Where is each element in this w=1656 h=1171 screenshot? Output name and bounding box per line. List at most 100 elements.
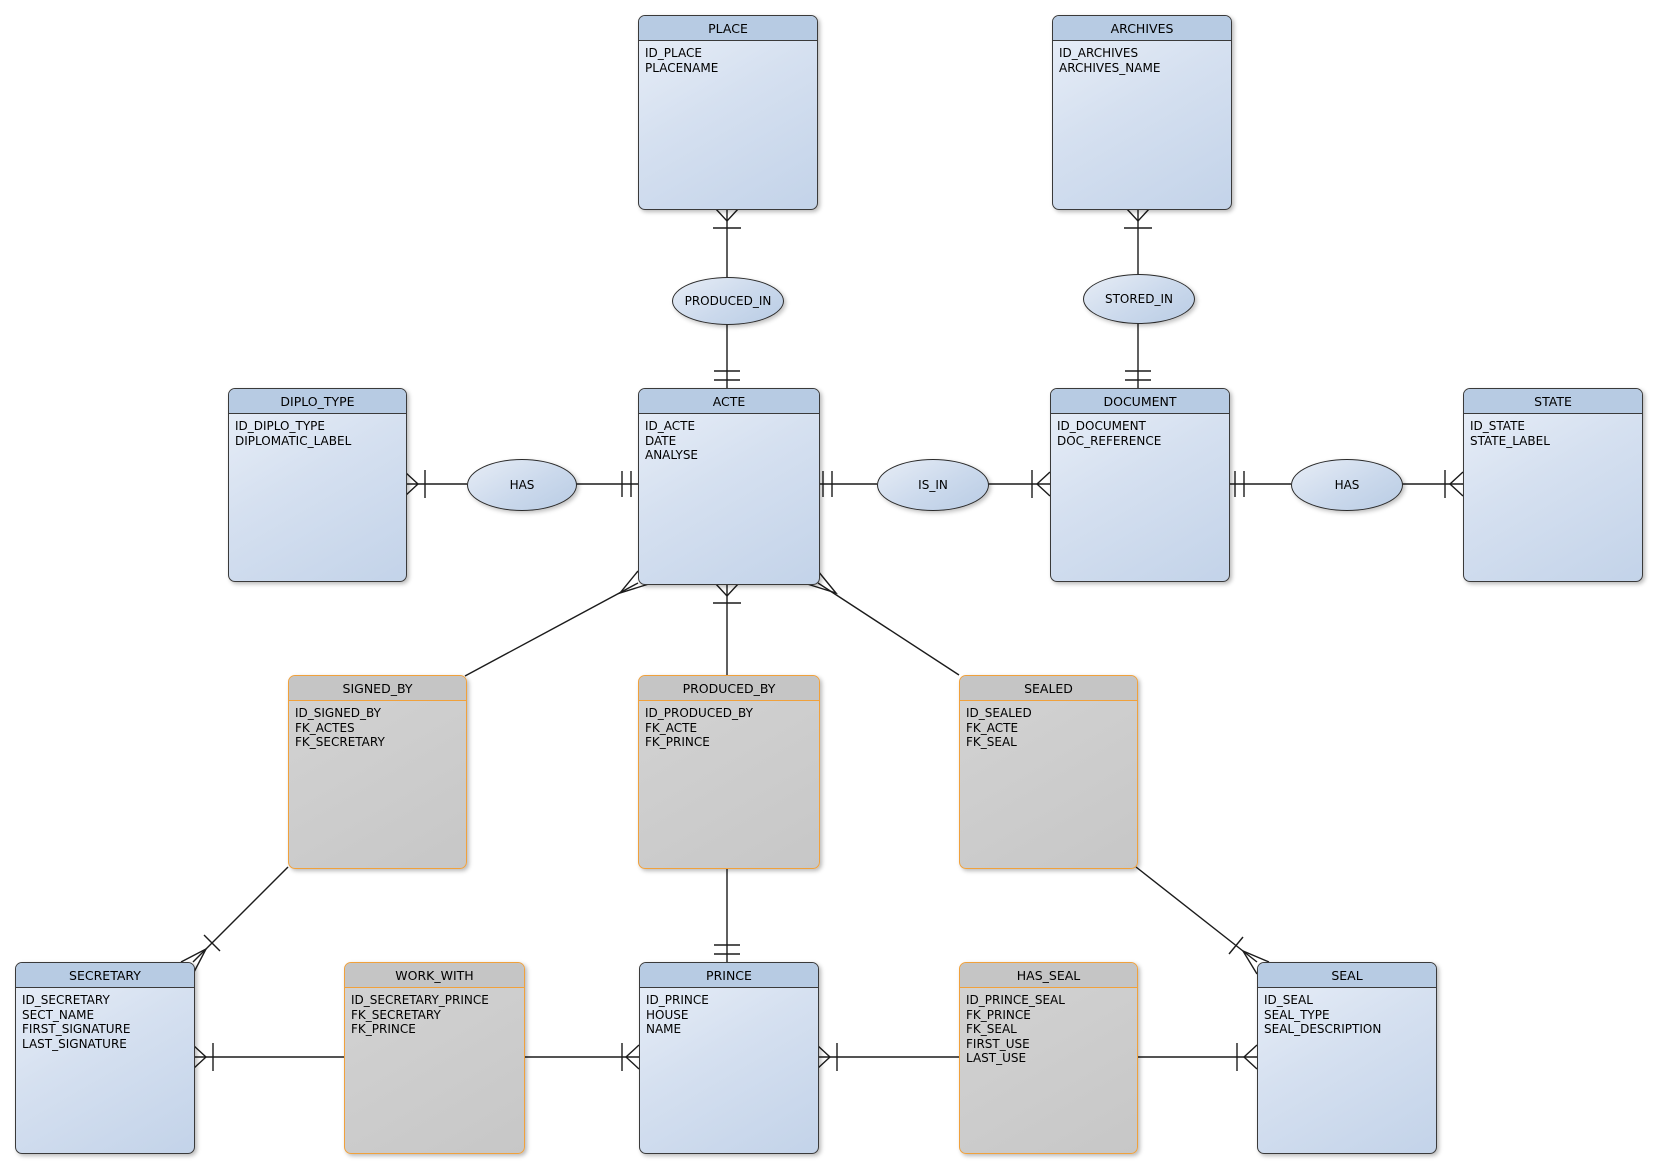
attribute: ID_PRINCE bbox=[646, 993, 709, 1007]
crow-foot-marker bbox=[180, 947, 208, 975]
attribute: ID_SIGNED_BY bbox=[295, 706, 381, 720]
relationship-is-in[interactable]: IS_IN bbox=[877, 459, 989, 511]
association-title: PRODUCED_BY bbox=[639, 676, 819, 701]
relationship-stored-in[interactable]: STORED_IN bbox=[1083, 274, 1195, 324]
relationship-label: PRODUCED_IN bbox=[684, 294, 772, 308]
attribute: DATE bbox=[645, 433, 677, 448]
entity-title: SECRETARY bbox=[16, 963, 194, 988]
attribute: FK_ACTE bbox=[645, 720, 698, 735]
attribute: ARCHIVES_NAME bbox=[1059, 60, 1161, 75]
attribute: ID_DIPLO_TYPE bbox=[235, 419, 325, 433]
crow-foot-marker bbox=[816, 1044, 832, 1070]
attribute: SEAL_TYPE bbox=[1264, 1007, 1330, 1022]
connector-diplo-type-has bbox=[404, 470, 467, 498]
attribute: FK_SECRETARY bbox=[295, 735, 385, 749]
connector-prince-has-seal bbox=[816, 1043, 959, 1071]
crow-foot-marker bbox=[714, 207, 740, 223]
connector-acte-sealed bbox=[803, 570, 960, 676]
attribute: ID_SECRETARY_PRINCE bbox=[351, 993, 489, 1007]
relationship-label: IS_IN bbox=[918, 478, 948, 492]
attribute: FK_PRINCE bbox=[645, 735, 710, 749]
crow-foot-marker bbox=[1241, 949, 1270, 975]
attribute: FK_PRINCE bbox=[351, 1022, 416, 1036]
attribute: ID_ACTE bbox=[645, 419, 696, 433]
connector-archives-stored-in bbox=[1124, 207, 1152, 274]
attribute: NAME bbox=[646, 1022, 682, 1036]
attribute: PLACENAME bbox=[645, 60, 719, 75]
relationship-label: HAS bbox=[1334, 478, 1360, 492]
attribute: ID_SEALED bbox=[966, 706, 1032, 720]
crow-foot-marker bbox=[624, 1044, 640, 1070]
relationship-produced-in[interactable]: PRODUCED_IN bbox=[672, 277, 784, 325]
entity-title: STATE bbox=[1464, 389, 1642, 414]
entity-title: SEAL bbox=[1258, 963, 1436, 988]
entity-title: ACTE bbox=[639, 389, 819, 414]
one-tick-marker bbox=[1228, 936, 1244, 955]
connector-sealed-seal bbox=[1135, 866, 1270, 975]
attribute: SECT_NAME bbox=[22, 1007, 95, 1022]
crow-foot-marker bbox=[803, 570, 839, 595]
attribute: HOUSE bbox=[646, 1007, 689, 1022]
attribute: FK_SEAL bbox=[966, 1022, 1017, 1036]
attribute: ID_STATE bbox=[1470, 419, 1525, 433]
attribute: SEAL_DESCRIPTION bbox=[1264, 1022, 1382, 1036]
attribute: ID_SECRETARY bbox=[22, 993, 110, 1007]
crow-foot-marker bbox=[192, 1044, 208, 1070]
crow-foot-marker bbox=[1035, 471, 1051, 497]
attribute: LAST_USE bbox=[966, 1051, 1027, 1065]
crow-foot-marker bbox=[714, 582, 740, 598]
crow-foot-marker bbox=[404, 471, 420, 497]
attribute: LAST_SIGNATURE bbox=[22, 1036, 127, 1051]
relationship-has-state[interactable]: HAS bbox=[1291, 459, 1403, 511]
connector-produced-in-acte bbox=[714, 323, 740, 388]
entity-title: PLACE bbox=[639, 16, 817, 41]
connector-produced-by-prince bbox=[714, 867, 740, 962]
relationship-label: STORED_IN bbox=[1104, 292, 1174, 306]
association-title: WORK_WITH bbox=[345, 963, 524, 988]
connector-work-with-prince bbox=[523, 1043, 640, 1071]
attribute: FK_SECRETARY bbox=[351, 1007, 441, 1022]
attribute: ID_PRODUCED_BY bbox=[645, 706, 753, 720]
attribute: ID_PLACE bbox=[645, 46, 702, 60]
connector-has-acte bbox=[575, 471, 638, 497]
connector-is-in-document bbox=[987, 470, 1051, 498]
relationship-has-diplo-type[interactable]: HAS bbox=[467, 459, 577, 511]
attribute: FIRST_SIGNATURE bbox=[22, 1022, 131, 1036]
crow-foot-marker bbox=[1125, 207, 1151, 223]
attribute: ANALYSE bbox=[645, 448, 699, 462]
attribute: DIPLOMATIC_LABEL bbox=[235, 433, 352, 448]
connector-has-state bbox=[1401, 470, 1464, 498]
attribute: FK_SEAL bbox=[966, 735, 1017, 749]
connector-acte-is-in bbox=[818, 471, 877, 497]
association-title: SEALED bbox=[960, 676, 1137, 701]
attribute: FIRST_USE bbox=[966, 1036, 1030, 1051]
attribute: ID_ARCHIVES bbox=[1059, 46, 1139, 60]
